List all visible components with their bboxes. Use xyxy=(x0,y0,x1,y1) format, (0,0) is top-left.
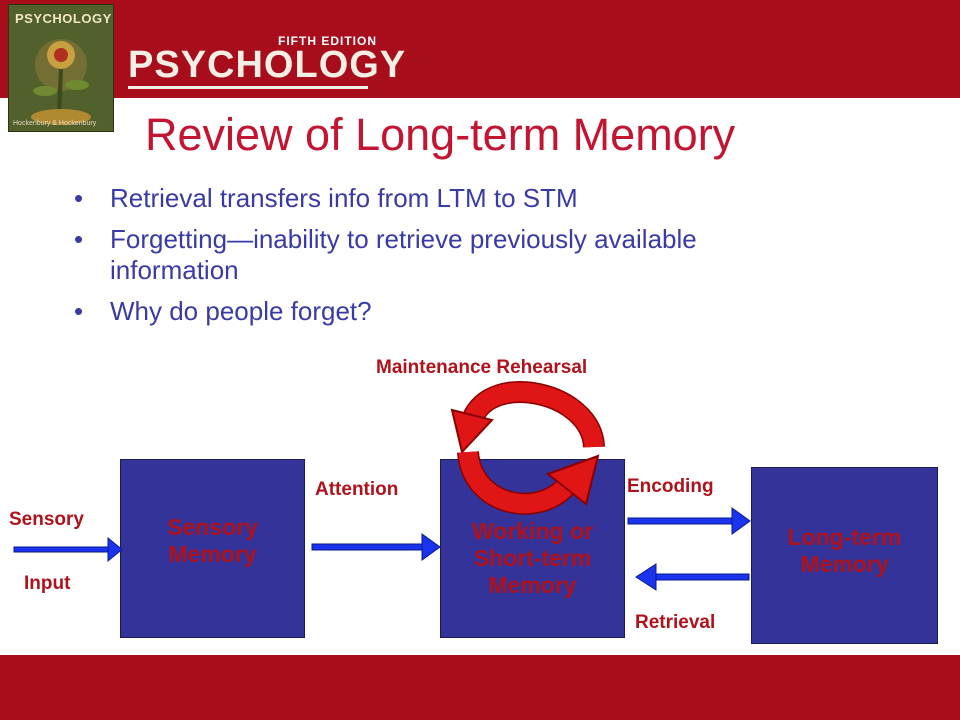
footer-bar xyxy=(0,655,960,720)
sensory-memory-label: Sensory Memory xyxy=(167,514,258,568)
attention-label: Attention xyxy=(315,479,399,500)
cover-title: PSYCHOLOGY xyxy=(15,11,112,26)
input-label: Input xyxy=(24,573,71,594)
bullet-item: • Retrieval transfers info from LTM to S… xyxy=(70,183,830,214)
bullet-text: Why do people forget? xyxy=(110,296,372,326)
bullet-item: • Why do people forget? xyxy=(70,296,830,327)
attention-arrow xyxy=(311,533,441,561)
bullet-text: Retrieval transfers info from LTM to STM xyxy=(110,183,578,213)
sensory-input-arrow xyxy=(13,536,123,563)
retrieval-label: Retrieval xyxy=(635,612,716,633)
bullet-icon: • xyxy=(74,296,84,326)
long-term-memory-label: Long-term Memory xyxy=(787,524,902,578)
maintenance-rehearsal-label: Maintenance Rehearsal xyxy=(376,357,588,378)
working-memory-box: Working or Short-term Memory xyxy=(440,459,625,638)
sensory-label: Sensory xyxy=(9,509,84,530)
encoding-label: Encoding xyxy=(627,476,714,497)
book-cover: PSYCHOLOGY Hockenbury & Hockenbury xyxy=(8,4,114,132)
bullet-icon: • xyxy=(74,183,84,213)
maintenance-rehearsal-loop-icon xyxy=(450,381,605,515)
long-term-memory-box: Long-term Memory xyxy=(751,467,938,644)
sensory-memory-box: Sensory Memory xyxy=(120,459,305,638)
bullet-text: Forgetting—inability to retrieve previou… xyxy=(110,224,697,285)
bullet-list: • Retrieval transfers info from LTM to S… xyxy=(70,183,830,337)
bullet-icon: • xyxy=(74,224,84,254)
brand-underline xyxy=(128,86,368,89)
header-bar xyxy=(0,0,960,98)
retrieval-arrow xyxy=(635,563,750,591)
bullet-item: • Forgetting—inability to retrieve previ… xyxy=(70,224,830,286)
encoding-arrow xyxy=(627,507,751,535)
edition-label: FIFTH EDITION xyxy=(278,34,377,48)
working-memory-label: Working or Short-term Memory xyxy=(472,518,593,599)
brand-logo: PSYCHOLOGY xyxy=(128,44,407,86)
cover-authors: Hockenbury & Hockenbury xyxy=(13,120,97,127)
flower-icon xyxy=(9,5,113,131)
slide-title: Review of Long-term Memory xyxy=(145,109,736,160)
